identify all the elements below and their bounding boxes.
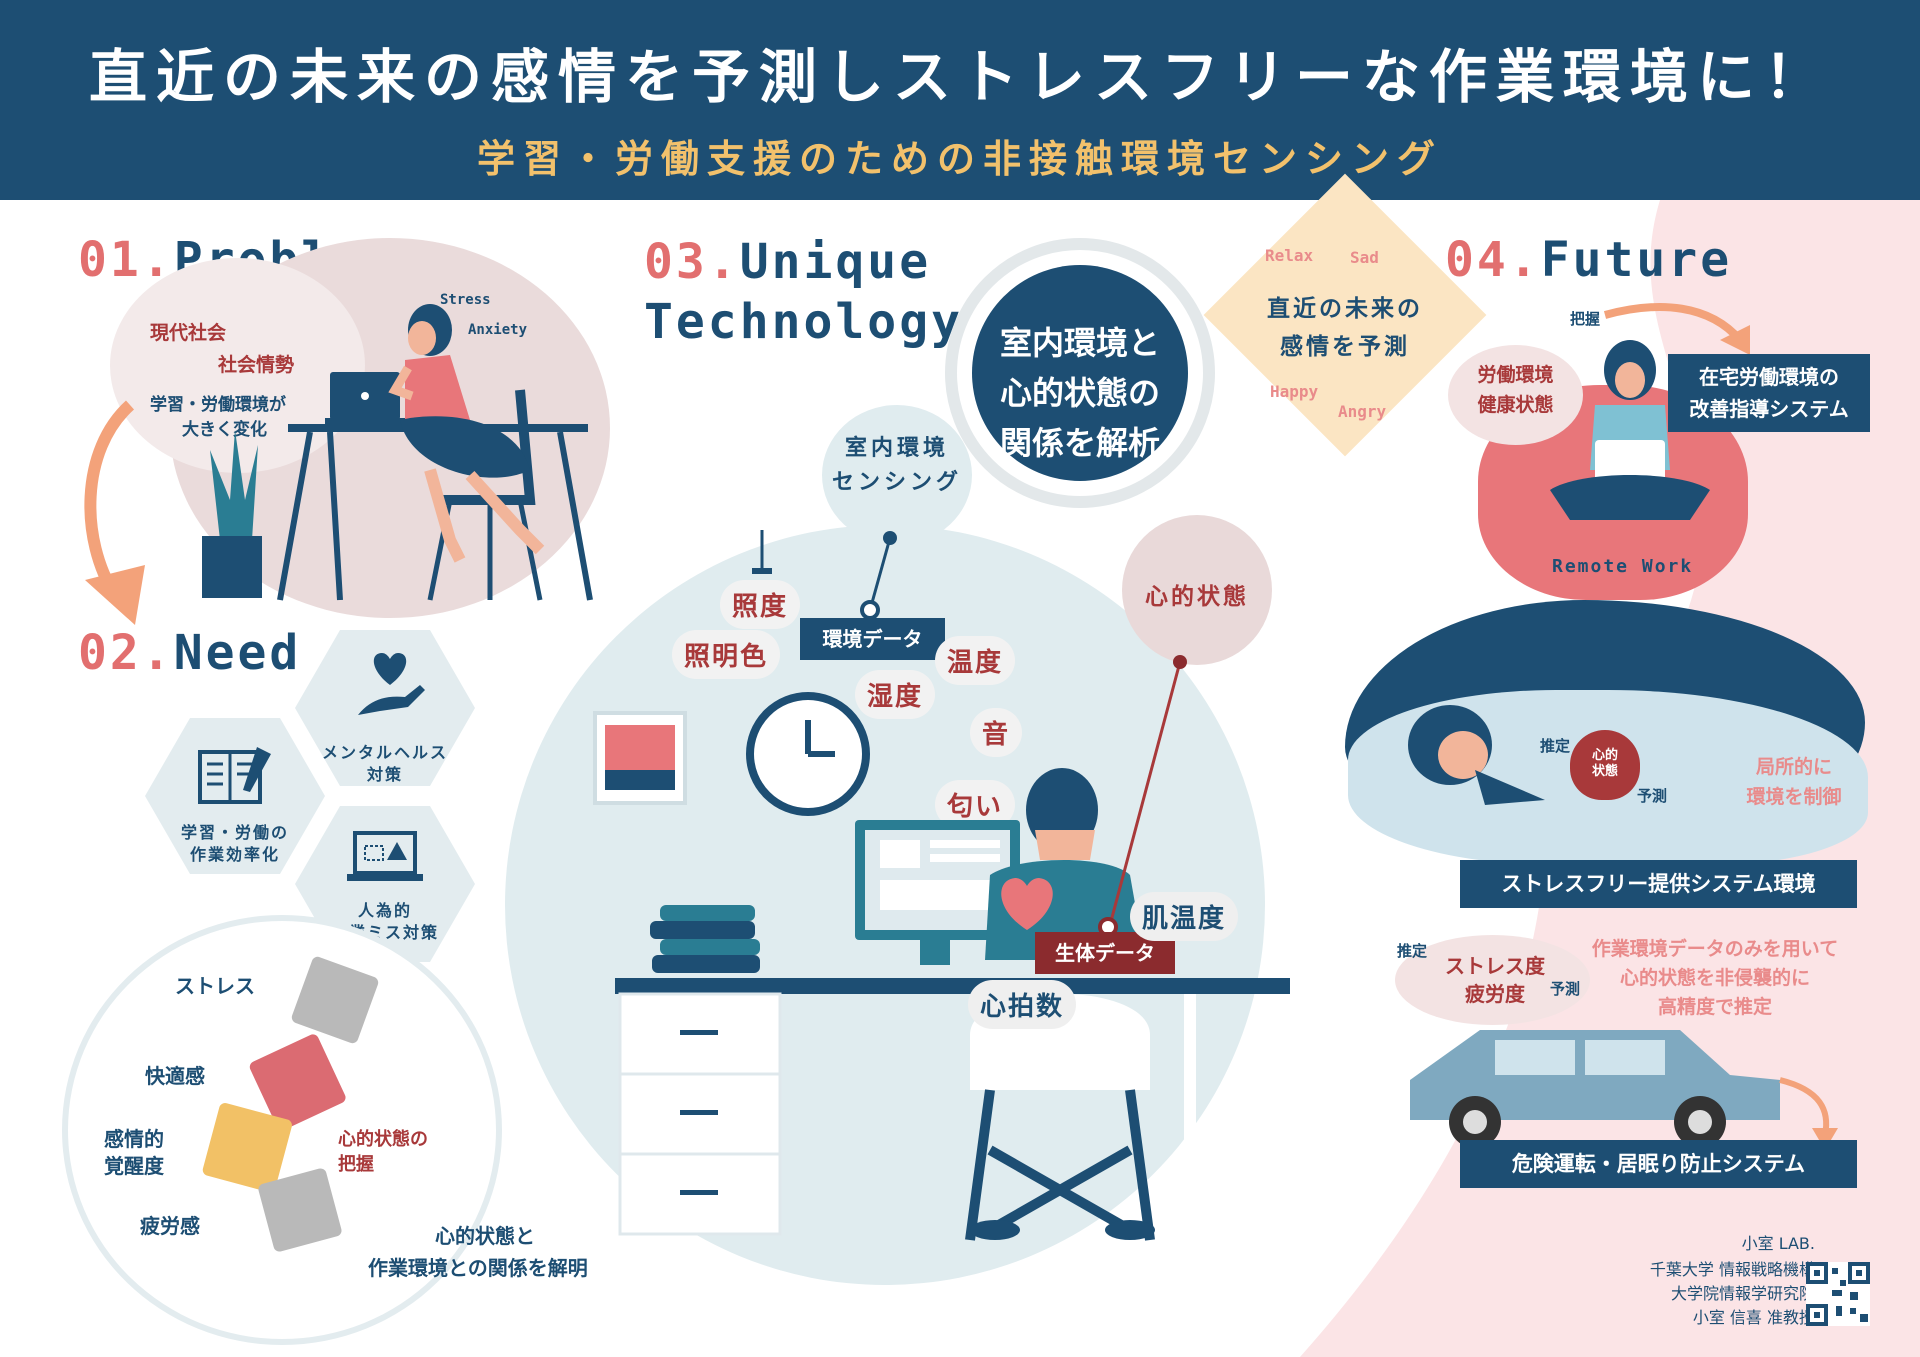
word-humidity: 湿度 (855, 670, 936, 719)
plant-icon (202, 430, 262, 598)
header-banner: 直近の未来の感情を予測しストレスフリーな作業環境に！ 学習・労働支援のための非接… (0, 0, 1920, 200)
puzzle-arousal-1: 感情的 (104, 1127, 164, 1151)
predict-text-1: 予測 (1637, 787, 1668, 805)
sleeping-person-illustration (1408, 705, 1545, 805)
need-conclusion-2: 作業環境との関係を解明 (368, 1256, 588, 1280)
book-pen-icon (198, 747, 271, 804)
heart-icon (1570, 730, 1640, 800)
stress-bubble (1395, 935, 1590, 1025)
estimate-text: 推定 (1540, 737, 1571, 755)
bio-data-label: 生体データ (1035, 932, 1175, 974)
puzzle-grasp-1: 心的状態の (338, 1129, 428, 1150)
need-heading: 02.Need (78, 625, 302, 681)
problem-small-bubble (110, 258, 365, 473)
hex-efficiency-label: 学習・労働の作業効率化 (180, 823, 289, 864)
car-description: 作業環境データのみを用いて心的状態を非侵襲的に高精度で推定 (1591, 938, 1839, 1018)
sensing-text: 室内環境センシング (831, 436, 962, 495)
future-heading: 04.Future (1445, 232, 1733, 288)
stressfree-label: ストレスフリー提供システム環境 (1460, 860, 1857, 908)
puzzle-comfort: 快適感 (145, 1064, 205, 1088)
word-heart-rate: 心拍数 (968, 980, 1077, 1029)
office-scene-illustration (593, 530, 1290, 1241)
stressed-woman-illustration (202, 304, 593, 601)
problem-text-3: 学習・労働環境が (150, 395, 286, 415)
puzzle-stress: ストレス (175, 974, 255, 998)
word-sound: 音 (970, 708, 1023, 757)
problem-text-2: 社会情勢 (218, 354, 295, 376)
mental-state-bubble (1122, 515, 1272, 665)
puzzle-grasp-2: 把握 (338, 1154, 374, 1175)
hex-mental-health-label: メンタルヘルス対策 (321, 743, 448, 784)
stress-fatigue-text: ストレス度疲労度 (1445, 954, 1545, 1006)
analysis-text: 室内環境と心的状態の関係を解析 (999, 324, 1160, 462)
grasp-text: 把握 (1570, 310, 1601, 328)
word-illuminance: 照度 (720, 580, 801, 629)
car-illustration (1410, 1030, 1838, 1150)
heart-hand-icon (358, 653, 425, 715)
problem-text-4: 大きく変化 (182, 420, 267, 440)
puzzle-pieces-illustration (202, 956, 379, 1252)
laptop-warning-icon (347, 831, 423, 881)
main-title: 直近の未来の感情を予測しストレスフリーな作業環境に！ (88, 43, 1831, 111)
local-control-text: 局所的に環境を制御 (1746, 756, 1842, 808)
lab-name: 小室 LAB. (1741, 1234, 1815, 1253)
labor-text: 労働環境健康状態 (1477, 364, 1554, 416)
need-conclusion-1: 心的状態と (435, 1224, 535, 1248)
labor-bubble (1448, 345, 1583, 445)
anxiety-word: Anxiety (468, 322, 528, 338)
credit-line-3: 小室 信喜 准教授 (1692, 1308, 1815, 1327)
predict-text-2: 予測 (1550, 980, 1581, 998)
heart-text: 心的状態 (1591, 748, 1618, 779)
problem-text-1: 現代社会 (150, 322, 227, 344)
emotion-happy: Happy (1270, 382, 1319, 401)
qr-code-icon[interactable] (1806, 1262, 1870, 1326)
remote-work-text: Remote Work (1552, 556, 1694, 577)
estimate-text-2: 推定 (1397, 942, 1428, 960)
analysis-circle (972, 265, 1188, 481)
arrow-right-icon (1603, 303, 1750, 355)
remote-worker-illustration (1550, 340, 1710, 520)
emotion-relax: Relax (1265, 246, 1314, 265)
credit-line-2: 大学院情報学研究院 (1670, 1284, 1815, 1303)
env-data-label: 環境データ (800, 618, 945, 660)
word-temperature: 温度 (935, 636, 1016, 685)
stress-word: Stress (440, 292, 491, 308)
word-light-color: 照明色 (672, 630, 781, 679)
arrow-down-icon (84, 400, 145, 625)
word-skin-temp: 肌温度 (1130, 892, 1239, 941)
hex-efficiency (145, 718, 325, 874)
emotion-sad: Sad (1350, 248, 1379, 267)
sensing-bubble (822, 405, 972, 545)
credit-line-1: 千葉大学 情報戦略機構 (1649, 1260, 1815, 1279)
mental-state-text: 心的状態 (1145, 584, 1249, 610)
puzzle-arousal-2: 覚醒度 (104, 1154, 164, 1178)
sub-title: 学習・労働支援のための非接触環境センシング (476, 137, 1443, 181)
sensing-pointer (860, 531, 897, 620)
home-system-label: 在宅労働環境の改善指導システム (1668, 354, 1870, 432)
emotion-angry: Angry (1338, 402, 1387, 421)
driving-system-label: 危険運転・居眠り防止システム (1460, 1140, 1857, 1188)
puzzle-fatigue: 疲労感 (140, 1214, 200, 1238)
predict-text: 直近の未来の感情を予測 (1267, 296, 1423, 360)
